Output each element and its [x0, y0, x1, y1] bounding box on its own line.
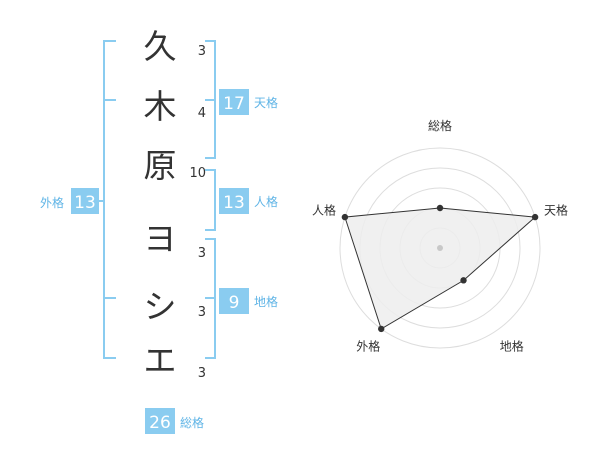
tenkaku-bracket — [205, 40, 216, 159]
chikaku-bracket — [205, 238, 216, 359]
gaikaku-value: 13 — [74, 193, 96, 213]
stroke-count: 10 — [189, 166, 206, 181]
name-char: エ — [144, 341, 177, 380]
chikaku-badge — [219, 288, 249, 314]
jinkaku-label: 人格 — [254, 194, 278, 209]
name-breakdown: 久 木 原 ヨ シ エ 3 4 10 3 3 3 17 天格 13 人格 9 地… — [40, 27, 278, 434]
name-char: 原 — [144, 146, 177, 185]
stroke-count: 3 — [198, 305, 206, 320]
radar-axis-label: 総格 — [428, 118, 452, 133]
radar-point — [436, 204, 444, 212]
name-char: ヨ — [144, 219, 177, 258]
radar-point — [531, 213, 539, 221]
radar-point — [460, 277, 467, 284]
name-char: 木 — [144, 87, 177, 126]
jinkaku-value: 13 — [223, 193, 245, 213]
radar-series-area — [344, 207, 537, 330]
stroke-count: 4 — [198, 106, 206, 121]
radar-axis-label: 外格 — [356, 339, 380, 354]
chikaku-value: 9 — [229, 293, 240, 313]
stroke-count: 3 — [198, 366, 206, 381]
stroke-count: 3 — [198, 44, 206, 59]
gaikaku-label: 外格 — [40, 195, 64, 210]
chikaku-label: 地格 — [254, 294, 278, 309]
tenkaku-badge — [219, 89, 249, 115]
radar-center-point — [437, 245, 443, 251]
radar-grid-ring — [339, 147, 541, 349]
soukaku-value: 26 — [149, 413, 171, 433]
gaikaku-bracket — [103, 40, 116, 359]
radar-axis-label: 天格 — [544, 202, 568, 217]
radar-point — [341, 213, 349, 221]
stroke-count: 3 — [198, 246, 206, 261]
jinkaku-bracket — [205, 169, 216, 231]
soukaku-badge — [145, 408, 175, 434]
name-char: 久 — [144, 27, 177, 66]
gaikaku-badge — [71, 188, 99, 214]
tenkaku-value: 17 — [223, 94, 245, 114]
radar-axis-label: 人格 — [312, 202, 336, 217]
tenkaku-label: 天格 — [254, 95, 278, 110]
radar-axis-label: 地格 — [500, 339, 524, 354]
radar-point — [378, 325, 385, 333]
jinkaku-badge — [219, 188, 249, 214]
name-char: シ — [144, 287, 177, 326]
soukaku-label: 総格 — [180, 415, 204, 430]
